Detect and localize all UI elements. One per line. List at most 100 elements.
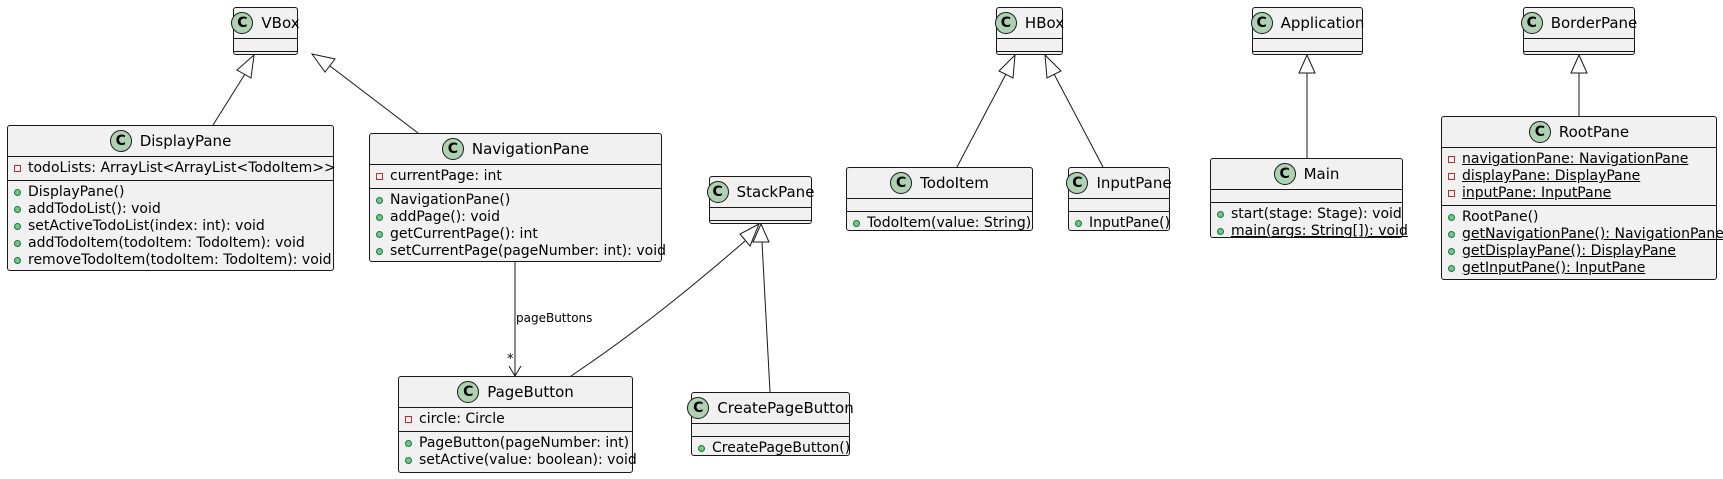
private-visibility-icon	[1448, 190, 1455, 197]
public-visibility-icon	[1217, 228, 1224, 235]
class-name: TodoItem	[920, 174, 989, 192]
fields-section	[1069, 198, 1169, 211]
class-badge-icon: C	[231, 12, 254, 34]
public-visibility-icon	[14, 223, 21, 230]
class-name: Application	[1280, 14, 1365, 32]
private-visibility-icon	[376, 173, 383, 180]
public-visibility-icon	[14, 240, 21, 247]
inherit-arrow-todoitem-hbox	[998, 53, 1016, 79]
methods-section: PageButton(pageNumber: int) setActive(va…	[399, 431, 637, 472]
class-name: Main	[1303, 165, 1340, 183]
fields-section	[1524, 38, 1634, 51]
method-row: addTodoItem(todoItem: TodoItem): void	[8, 235, 333, 252]
public-visibility-icon	[1448, 248, 1455, 255]
edge-createpagebutton-stackpane	[761, 241, 771, 393]
public-visibility-icon	[14, 189, 21, 196]
public-visibility-icon	[14, 206, 21, 213]
inherit-arrow-rootpane-borderpane	[1570, 53, 1588, 74]
public-visibility-icon	[405, 457, 412, 464]
public-visibility-icon	[14, 257, 21, 264]
fields-section	[692, 423, 849, 436]
method-row: CreatePageButton()	[692, 440, 850, 457]
class-name: RootPane	[1558, 123, 1630, 141]
private-visibility-icon	[1448, 156, 1455, 163]
class-name: BorderPane	[1550, 14, 1638, 32]
field-row: todoLists: ArrayList<ArrayList<TodoItem>…	[8, 160, 336, 177]
public-visibility-icon	[853, 220, 860, 227]
fields-section	[710, 207, 811, 220]
inherit-arrow-main-application	[1298, 53, 1316, 74]
method-row: setActive(value: boolean): void	[399, 452, 637, 469]
public-visibility-icon	[1217, 211, 1224, 218]
class-borderpane: C BorderPane	[1520, 7, 1638, 55]
methods-section: DisplayPane() addTodoList(): void setAct…	[8, 180, 333, 272]
method-row: DisplayPane()	[8, 184, 333, 201]
edge-pagebutton-stackpane	[570, 240, 746, 377]
inherit-arrow-inputpane-hbox	[1044, 53, 1062, 79]
method-row-static: getDisplayPane(): DisplayPane	[1442, 243, 1716, 260]
class-name: VBox	[261, 14, 300, 32]
public-visibility-icon	[1448, 214, 1455, 221]
method-row: InputPane()	[1069, 215, 1170, 232]
methods-section: TodoItem(value: String)	[847, 211, 1032, 235]
methods-section: start(stage: Stage): void main(args: Str…	[1211, 202, 1408, 243]
fields-section	[997, 38, 1062, 51]
method-row: setActiveTodoList(index: int): void	[8, 218, 333, 235]
method-row: NavigationPane()	[370, 192, 661, 209]
method-row: TodoItem(value: String)	[847, 215, 1032, 232]
class-hbox: C HBox	[994, 7, 1065, 55]
private-visibility-icon	[405, 416, 412, 423]
class-name: NavigationPane	[471, 140, 590, 158]
fields-section	[1211, 189, 1402, 202]
edge-inputpane-hbox	[1053, 73, 1104, 168]
methods-section	[1253, 51, 1362, 64]
fields-section: currentPage: int	[370, 164, 661, 188]
methods-section: NavigationPane() addPage(): void getCurr…	[370, 188, 666, 263]
method-row: RootPane()	[1442, 209, 1716, 226]
fields-section	[1253, 38, 1362, 51]
class-navigationpane: C NavigationPane currentPage: int Navigat…	[369, 133, 666, 263]
field-row-static: navigationPane: NavigationPane	[1442, 151, 1716, 168]
class-badge-icon: C	[994, 12, 1017, 34]
public-visibility-icon	[1448, 231, 1455, 238]
class-badge-icon: C	[890, 172, 913, 194]
class-badge-icon: C	[1273, 163, 1296, 185]
field-row: currentPage: int	[370, 168, 661, 185]
fields-section: navigationPane: NavigationPane displayPa…	[1442, 147, 1716, 205]
methods-section: InputPane()	[1069, 211, 1170, 235]
method-row: addTodoList(): void	[8, 201, 333, 218]
class-vbox: C VBox	[231, 7, 300, 55]
class-todoitem: C TodoItem TodoItem(value: String)	[846, 167, 1033, 231]
association-multiplicity: *	[507, 352, 514, 367]
inherit-arrow-navigationpane-vbox	[310, 53, 336, 73]
public-visibility-icon	[376, 197, 383, 204]
methods-section: RootPane() getNavigationPane(): Navigati…	[1442, 205, 1723, 280]
methods-section	[234, 51, 297, 64]
class-name: CreatePageButton	[717, 399, 854, 417]
method-row: start(stage: Stage): void	[1211, 206, 1402, 223]
methods-section: CreatePageButton()	[692, 436, 850, 460]
methods-section	[997, 51, 1062, 64]
class-badge-icon: C	[687, 397, 710, 419]
class-badge-icon: C	[441, 138, 464, 160]
public-visibility-icon	[405, 440, 412, 447]
field-row: circle: Circle	[399, 411, 632, 428]
method-row: removeTodoItem(todoItem: TodoItem): void	[8, 252, 333, 269]
class-createpagebutton: C CreatePageButton CreatePageButton()	[687, 392, 854, 456]
field-row-static: inputPane: InputPane	[1442, 185, 1716, 202]
method-row: PageButton(pageNumber: int)	[399, 435, 632, 452]
class-name: PageButton	[487, 383, 574, 401]
inherit-arrow-createpagebutton-stackpane	[752, 222, 770, 243]
class-name: HBox	[1024, 14, 1065, 32]
class-name: StackPane	[736, 183, 815, 201]
public-visibility-icon	[376, 248, 383, 255]
inherit-arrow-displaypane-vbox	[236, 53, 255, 79]
class-badge-icon: C	[1520, 12, 1543, 34]
inherit-arrow-pagebutton-stackpane	[739, 222, 760, 247]
